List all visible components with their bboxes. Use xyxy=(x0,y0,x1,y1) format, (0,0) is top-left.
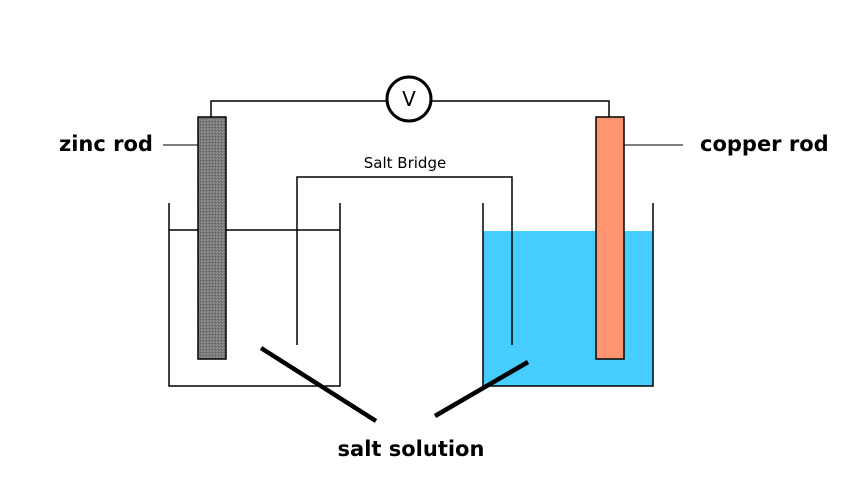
right-beaker-solution xyxy=(483,231,653,386)
salt-solution-pointer-left xyxy=(259,346,378,423)
salt-bridge-label: Salt Bridge xyxy=(364,154,446,172)
voltmeter-label: V xyxy=(402,87,416,111)
salt-bridge xyxy=(296,176,513,345)
wire-left xyxy=(210,100,386,117)
salt-solution-label: salt solution xyxy=(338,437,485,461)
salt-solution-pointer-right xyxy=(433,360,530,418)
right-beaker xyxy=(482,203,654,387)
zinc-rod xyxy=(197,116,227,360)
zinc-rod-label: zinc rod xyxy=(59,132,153,156)
copper-rod-label: copper rod xyxy=(700,132,829,156)
wire-right xyxy=(432,100,610,117)
copper-rod xyxy=(595,116,625,360)
left-beaker xyxy=(168,203,341,387)
voltmeter-icon xyxy=(385,75,433,123)
